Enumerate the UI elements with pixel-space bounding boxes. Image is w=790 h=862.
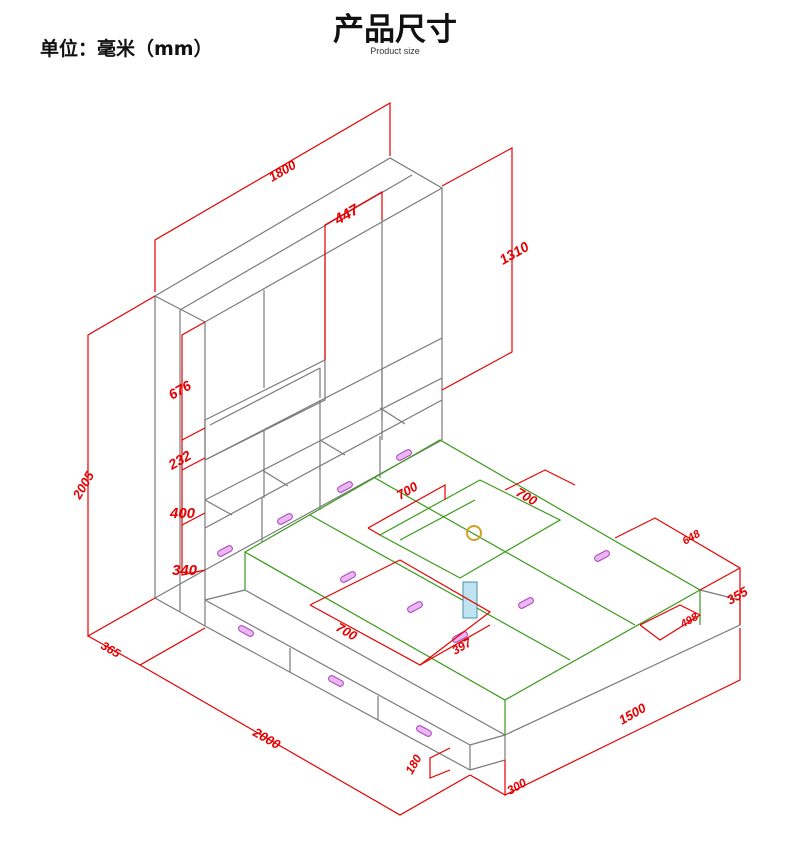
dim-700-top-a: 700 xyxy=(394,478,421,502)
dim-180: 180 xyxy=(402,752,424,777)
page-title: 产品尺寸 xyxy=(333,12,457,48)
dim-2000: 2000 xyxy=(250,724,284,752)
unit-label: 单位：毫米（mm） xyxy=(40,38,213,60)
dim-232: 232 xyxy=(165,447,194,473)
dim-447: 447 xyxy=(331,201,363,229)
dim-1310: 1310 xyxy=(497,238,532,268)
dim-340: 340 xyxy=(172,562,198,579)
dim-365: 365 xyxy=(99,638,124,660)
wardrobe xyxy=(153,157,444,627)
dim-355: 355 xyxy=(724,583,751,607)
dim-2005: 2005 xyxy=(69,468,97,502)
dim-400: 400 xyxy=(169,505,196,522)
bed-side xyxy=(204,589,741,771)
dim-700-top-b: 700 xyxy=(514,485,541,509)
page-subtitle: Product size xyxy=(370,46,420,56)
dim-1800: 1800 xyxy=(266,157,299,185)
light-ring-icon xyxy=(466,525,482,541)
dim-676: 676 xyxy=(166,377,194,403)
dim-1500: 1500 xyxy=(616,700,649,728)
dim-300: 300 xyxy=(505,775,530,797)
dim-700-front: 700 xyxy=(334,620,361,644)
dimension-lines xyxy=(87,101,741,816)
drawer-handles xyxy=(217,449,610,737)
